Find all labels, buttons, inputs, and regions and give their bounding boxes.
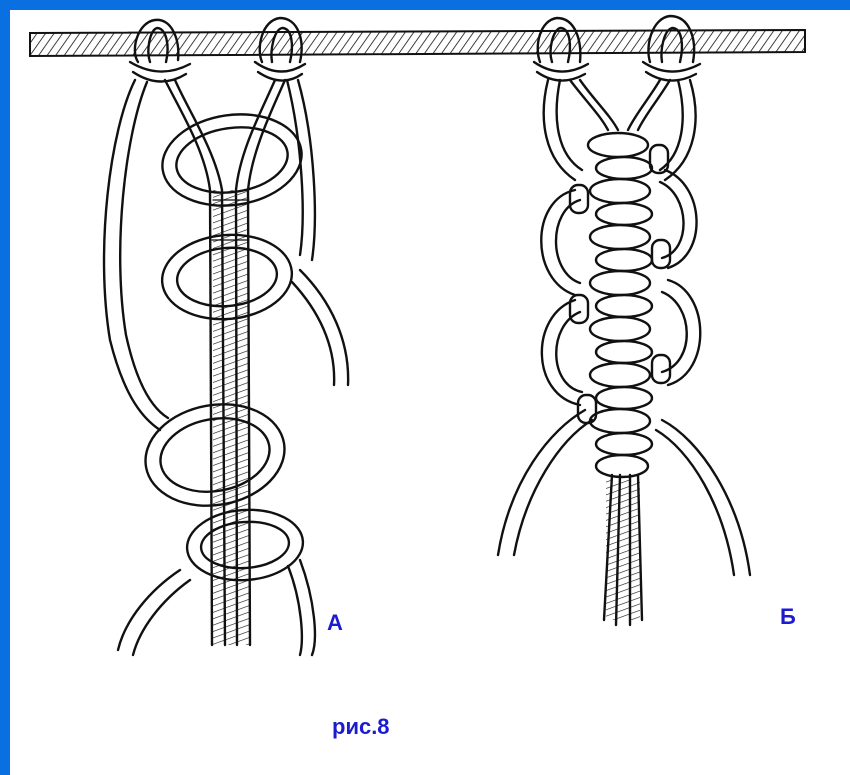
knot-a [104, 18, 348, 655]
knot-b-knot-stack [588, 133, 652, 477]
holding-rod [30, 30, 805, 56]
knot-a-right-cord [287, 80, 348, 385]
knot-b [498, 16, 750, 625]
knot-a-left-cord [104, 80, 168, 430]
figure-label-b: Б [780, 606, 796, 628]
knot-b-side-bars [570, 145, 670, 423]
knot-b-left-loops [498, 80, 592, 555]
knot-b-right-loops [656, 80, 750, 575]
figure-label-a: А [327, 612, 343, 634]
figure-caption: рис.8 [332, 716, 390, 738]
